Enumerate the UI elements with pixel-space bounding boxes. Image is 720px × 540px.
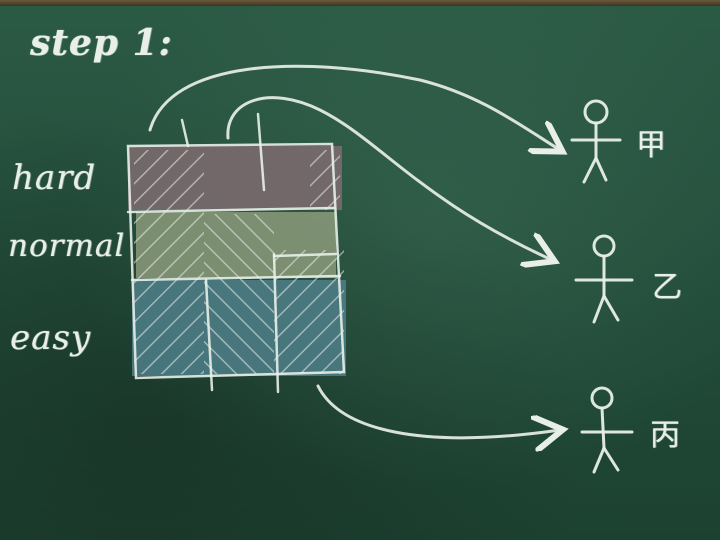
arrow-icon — [148, 64, 560, 150]
stick-figure-icon — [580, 386, 634, 474]
level-label-normal: normal — [8, 228, 126, 264]
grid-col-line-2 — [256, 112, 266, 192]
grid-col-line-4 — [272, 252, 280, 394]
grid-row-line-2 — [130, 274, 342, 282]
grid-col-line-1 — [180, 118, 190, 148]
grid-col-line-3 — [204, 278, 214, 392]
stick-figure-icon — [570, 99, 622, 184]
person-label-jia: 甲 — [636, 128, 667, 163]
arrow-icon — [316, 384, 560, 438]
person-label-yi: 乙 — [652, 270, 683, 305]
hatch-region-3 — [274, 250, 344, 374]
grid-outline — [126, 142, 346, 380]
grid-row-line-1 — [126, 206, 336, 214]
board-frame — [0, 0, 720, 6]
level-label-hard: hard — [12, 158, 97, 198]
hatch-region-2 — [204, 214, 274, 374]
data-grid — [126, 112, 346, 394]
stick-figure-icon — [574, 234, 634, 324]
step-label: step 1: — [30, 22, 173, 64]
level-label-easy: easy — [10, 318, 92, 358]
hatch-region-1 — [134, 150, 204, 374]
person-label-bing: 丙 — [650, 418, 681, 453]
arrow-icon — [226, 96, 552, 260]
grid-inner-line — [272, 252, 338, 258]
